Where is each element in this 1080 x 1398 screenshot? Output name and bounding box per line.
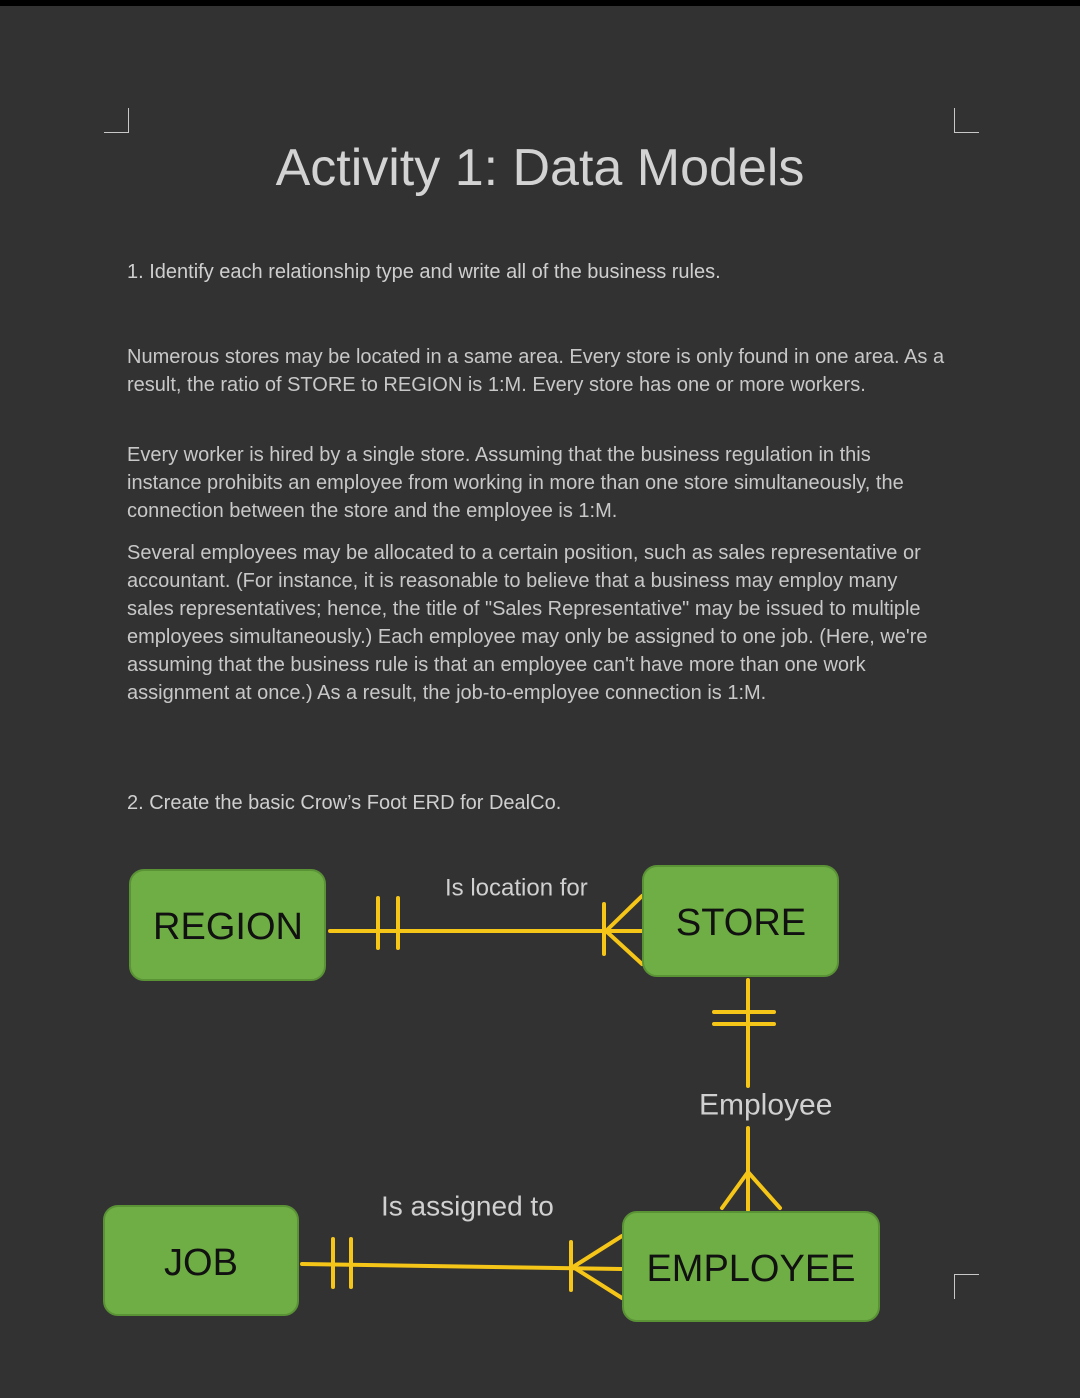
relationship-label-job-employee: Is assigned to [381, 1191, 554, 1222]
paragraph-3: Several employees may be allocated to a … [127, 542, 928, 704]
crows-foot-store-bottom [604, 929, 644, 966]
entity-region-label: REGION [153, 906, 303, 948]
entity-employee: EMPLOYEE [622, 1211, 880, 1322]
page-title: Activity 1: Data Models [275, 139, 805, 197]
question-1: 1. Identify each relationship type and w… [127, 261, 721, 283]
crows-foot-employee-right [746, 1170, 782, 1210]
relationship-label-store-employee: Employee [699, 1089, 832, 1122]
relationship-label-region-store: Is location for [445, 875, 588, 902]
crows-foot-job-employee-bottom [571, 1265, 624, 1300]
crop-mark-top-right [954, 108, 979, 133]
crop-mark-bottom-right [954, 1274, 979, 1299]
entity-employee-label: EMPLOYEE [646, 1248, 855, 1290]
paragraph-1: Numerous stores may be located in a same… [127, 346, 945, 396]
paragraph-2: Every worker is hired by a single store.… [127, 444, 904, 522]
relationship-line-job-employee [300, 1262, 624, 1271]
entity-region: REGION [129, 869, 326, 981]
entity-store-label: STORE [676, 902, 806, 944]
crows-foot-employee-left [720, 1170, 750, 1210]
question-2: 2. Create the basic Crow’s Foot ERD for … [127, 792, 562, 814]
entity-store: STORE [642, 865, 839, 977]
top-bar [0, 0, 1080, 6]
crows-foot-store-top [604, 894, 644, 933]
crop-mark-top-left [104, 108, 129, 133]
crows-foot-job-employee-top [571, 1234, 624, 1269]
entity-job-label: JOB [164, 1242, 238, 1284]
entity-job: JOB [103, 1205, 299, 1316]
